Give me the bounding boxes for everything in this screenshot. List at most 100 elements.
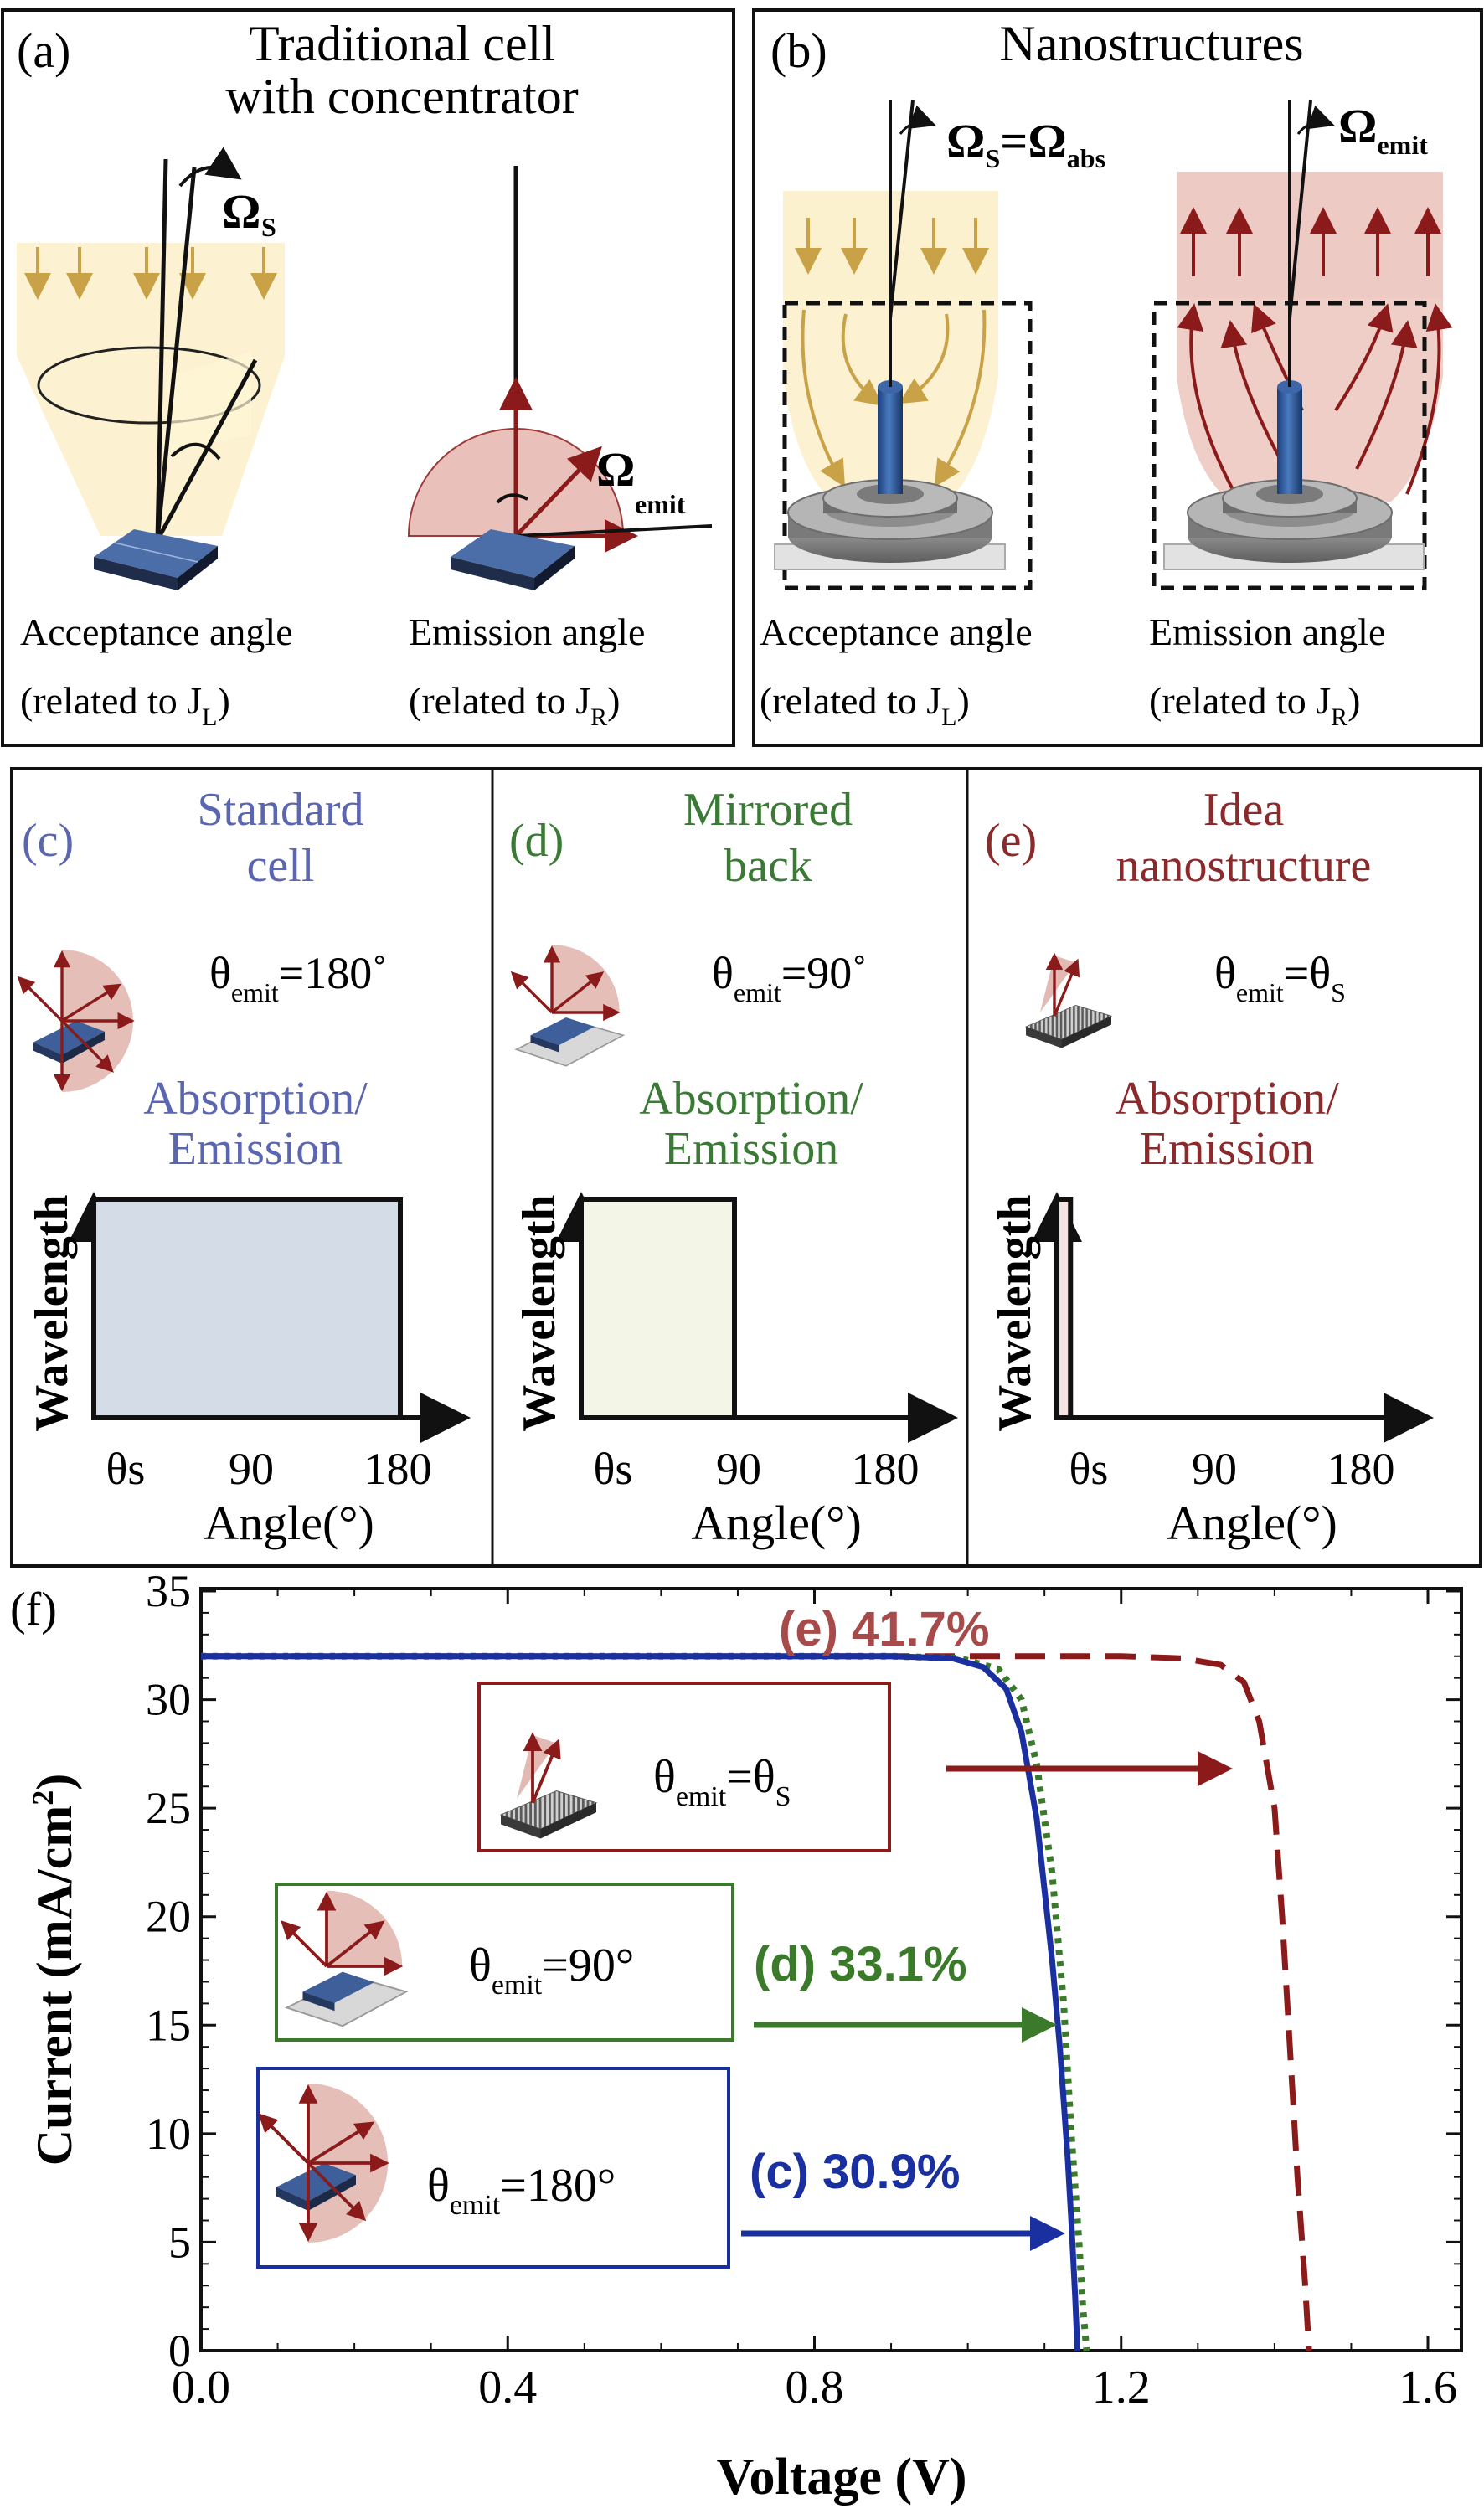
panel-b-title: Nanostructures (999, 16, 1303, 71)
plot-title-line1: Absorption/ (143, 1073, 368, 1125)
panel-b-caption-right-1: Emission angle (1149, 610, 1385, 653)
x-tick-label: 0.0 (172, 2362, 230, 2413)
x-tick-label: 0.4 (478, 2362, 537, 2413)
plot-title-line2: Emission (168, 1123, 343, 1175)
label-d-efficiency: (d) 33.1% (754, 1937, 967, 1991)
emission-icon (513, 945, 623, 1066)
svg-text:S: S (261, 212, 276, 242)
y-axis-label: Current (mA/cm2) (26, 1774, 82, 2166)
y-axis-label: Wavelength (989, 1194, 1041, 1431)
emission-arrows (496, 166, 713, 553)
absorption-emission-box (91, 1197, 403, 1420)
y-axis-label: Wavelength (26, 1194, 78, 1431)
panel-a-caption-left-1: Acceptance angle (20, 610, 293, 653)
panel-a-frame (1, 8, 735, 747)
y-tick-label: 30 (146, 1675, 191, 1725)
plot-series (201, 1652, 1312, 2352)
omega-emit-label-b: Ωemit (1338, 99, 1428, 160)
svg-text:θemit=θS: θemit=θS (653, 1751, 791, 1812)
panels-cde-frame (10, 767, 1482, 1568)
panel-tag: (e) (985, 815, 1037, 867)
x-tick-label: 180 (1327, 1444, 1395, 1494)
x-axis-label: Angle(°) (691, 1496, 862, 1550)
panel-b-caption-left-2: (related to JL) (760, 679, 970, 731)
x-tick-label: 90 (229, 1444, 274, 1494)
x-tick-label: 90 (716, 1444, 761, 1494)
plot-title-line1: Absorption/ (639, 1073, 863, 1125)
svg-text:Ω: Ω (596, 442, 635, 497)
absorption-emission-box (579, 1197, 737, 1420)
emission-hemisphere (407, 427, 625, 537)
panel-tag: (c) (22, 815, 74, 867)
y-tick-label: 25 (146, 1783, 191, 1833)
omega-emit-label: Ω emit (596, 442, 686, 519)
y-tick-label: 20 (146, 1892, 191, 1942)
omega-s-abs-label: ΩS=Ωabs (946, 114, 1105, 173)
solar-cell-left (94, 529, 218, 590)
y-tick-label: 15 (146, 2000, 191, 2050)
incident-light-arrows (24, 247, 277, 300)
y-tick-label: 35 (146, 1566, 191, 1616)
panel-title-line1: Idea (1203, 784, 1285, 836)
plot-frame (199, 1587, 1463, 2352)
label-c-efficiency: (c) 30.9% (750, 2145, 960, 2199)
acceptance-angle-lines (155, 147, 258, 542)
x-tick-label: θs (594, 1444, 633, 1494)
panel-b-caption-left-1: Acceptance angle (760, 610, 1033, 653)
panel-a-caption-right-1: Emission angle (409, 610, 645, 653)
panel-a-title-line1: Traditional cell (249, 16, 555, 71)
x-tick-label: θs (106, 1444, 146, 1494)
x-tick-label: 180 (852, 1444, 920, 1494)
panel-b: (b) Nanostructures (752, 8, 1483, 747)
nano-acceptance-illustration (774, 100, 1033, 590)
svg-text:emit: emit (635, 489, 686, 519)
panel-a: (a) Traditional cell with concentrator Ω… (1, 8, 735, 747)
emission-icon (19, 950, 133, 1092)
x-tick-label: 1.2 (1092, 2362, 1151, 2413)
theta-emit-equation: θemit=θS (1214, 948, 1346, 1007)
omega-s-label: Ω S (222, 184, 276, 242)
plot-title-line2: Emission (664, 1123, 838, 1175)
x-tick-label: 90 (1192, 1444, 1237, 1494)
y-tick-label: 5 (168, 2217, 191, 2267)
panel-title-line2: cell (247, 840, 315, 892)
solar-cell-right (451, 529, 575, 590)
panel-a-caption-right-2: (related to JR) (409, 679, 620, 731)
series-line-dashed (201, 1653, 1312, 2352)
theta-emit-equation: θemit=90˚ (712, 948, 867, 1007)
panel-a-title-line2: with concentrator (225, 69, 579, 124)
panel-b-tag: (b) (770, 23, 827, 78)
svg-text:ΩS=Ωabs: ΩS=Ωabs (946, 114, 1105, 173)
panel-b-caption-right-2: (related to JR) (1149, 679, 1360, 731)
emission-icon (1026, 956, 1111, 1048)
y-tick-label: 10 (146, 2109, 191, 2159)
panel-title-line1: Mirrored (683, 784, 853, 836)
x-axis-label: Voltage (V) (716, 2449, 966, 2506)
panel-title-line2: nanostructure (1116, 840, 1372, 892)
svg-text:Ωemit: Ωemit (1338, 99, 1428, 160)
concentrator-light-cone (17, 243, 285, 536)
legend-box-c: θemit=180° (256, 2067, 730, 2269)
nano-emission-illustration (1152, 100, 1453, 590)
panel-f-tag: (f) (10, 1584, 57, 1636)
panel-tag: (d) (509, 815, 564, 867)
x-tick-label: θs (1069, 1444, 1109, 1494)
panel-b-frame (752, 8, 1483, 747)
panel-title-line2: back (724, 840, 812, 892)
x-tick-label: 0.8 (786, 2362, 844, 2413)
x-axis-label: Angle(°) (204, 1496, 374, 1550)
y-tick-label: 0 (168, 2326, 191, 2376)
legend-box-e: θemit=θS (477, 1682, 891, 1852)
absorption-emission-box (1054, 1197, 1074, 1420)
panel-a-tag: (a) (17, 23, 70, 78)
x-tick-label: 180 (364, 1444, 432, 1494)
x-axis-label: Angle(°) (1167, 1496, 1337, 1550)
panel-e: (e)Ideananostructureθemit=θSAbsorption/E… (985, 784, 1434, 1550)
series-line-solid (201, 1653, 1081, 2352)
